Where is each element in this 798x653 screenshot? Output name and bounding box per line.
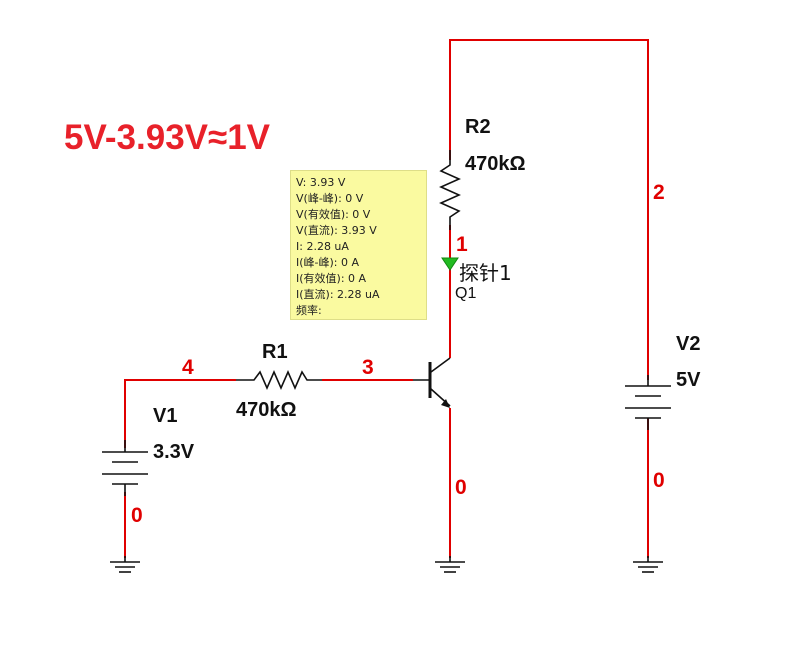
- net-label-0-v1: 0: [131, 504, 143, 527]
- v1-value-label: 3.3V: [153, 441, 195, 463]
- net-label-2: 2: [653, 181, 665, 204]
- transistor-q1[interactable]: [413, 357, 451, 408]
- resistor-r1[interactable]: [236, 370, 322, 390]
- probe-reading-i-dc: I(直流): 2.28 uA: [296, 288, 380, 301]
- source-v1[interactable]: [102, 440, 148, 496]
- resistor-r2[interactable]: [439, 150, 461, 230]
- wire-net-4[interactable]: [124, 379, 236, 448]
- wires: [124, 39, 649, 558]
- r2-value-label: 470kΩ: [465, 153, 526, 175]
- v2-value-label: 5V: [676, 369, 701, 391]
- probe-reading-v-pp: V(峰-峰): 0 V: [296, 192, 364, 205]
- emitter-arrow-icon: [441, 399, 450, 408]
- wire-net-2[interactable]: [449, 39, 649, 380]
- net-label-4: 4: [182, 356, 194, 379]
- q1-ref-label: Q1: [455, 285, 476, 302]
- v1-ref-label: V1: [153, 405, 177, 427]
- ground-v1-icon: [110, 556, 140, 573]
- net-label-0-v2: 0: [653, 469, 665, 492]
- v2-ref-label: V2: [676, 333, 700, 355]
- annotation-text: 5V-3.93V≈1V: [64, 118, 271, 157]
- probe-readout-panel: V: 3.93 V V(峰-峰): 0 V V(有效值): 0 V V(直流):…: [290, 170, 427, 320]
- probe-name-label: 探针1: [459, 261, 512, 285]
- net-label-0-q1: 0: [455, 476, 467, 499]
- probe-marker-icon[interactable]: [441, 257, 459, 271]
- r1-value-label: 470kΩ: [236, 399, 297, 421]
- r1-ref-label: R1: [262, 341, 288, 363]
- probe-reading-i-rms: I(有效值): 0 A: [296, 272, 367, 285]
- ground-v2-icon: [633, 556, 663, 573]
- source-v2[interactable]: [625, 375, 671, 430]
- r2-ref-label: R2: [465, 116, 491, 138]
- probe-reading-freq: 频率:: [296, 304, 322, 317]
- probe-reading-v-dc: V(直流): 3.93 V: [296, 224, 377, 237]
- probe-reading-v-rms: V(有效值): 0 V: [296, 208, 371, 221]
- net-label-1: 1: [456, 233, 468, 256]
- probe-reading-i-pp: I(峰-峰): 0 A: [296, 256, 360, 269]
- net-label-3: 3: [362, 356, 374, 379]
- ground-q1-icon: [435, 556, 465, 573]
- probe-reading-v: V: 3.93 V: [296, 176, 346, 189]
- probe-reading-i: I: 2.28 uA: [296, 240, 349, 253]
